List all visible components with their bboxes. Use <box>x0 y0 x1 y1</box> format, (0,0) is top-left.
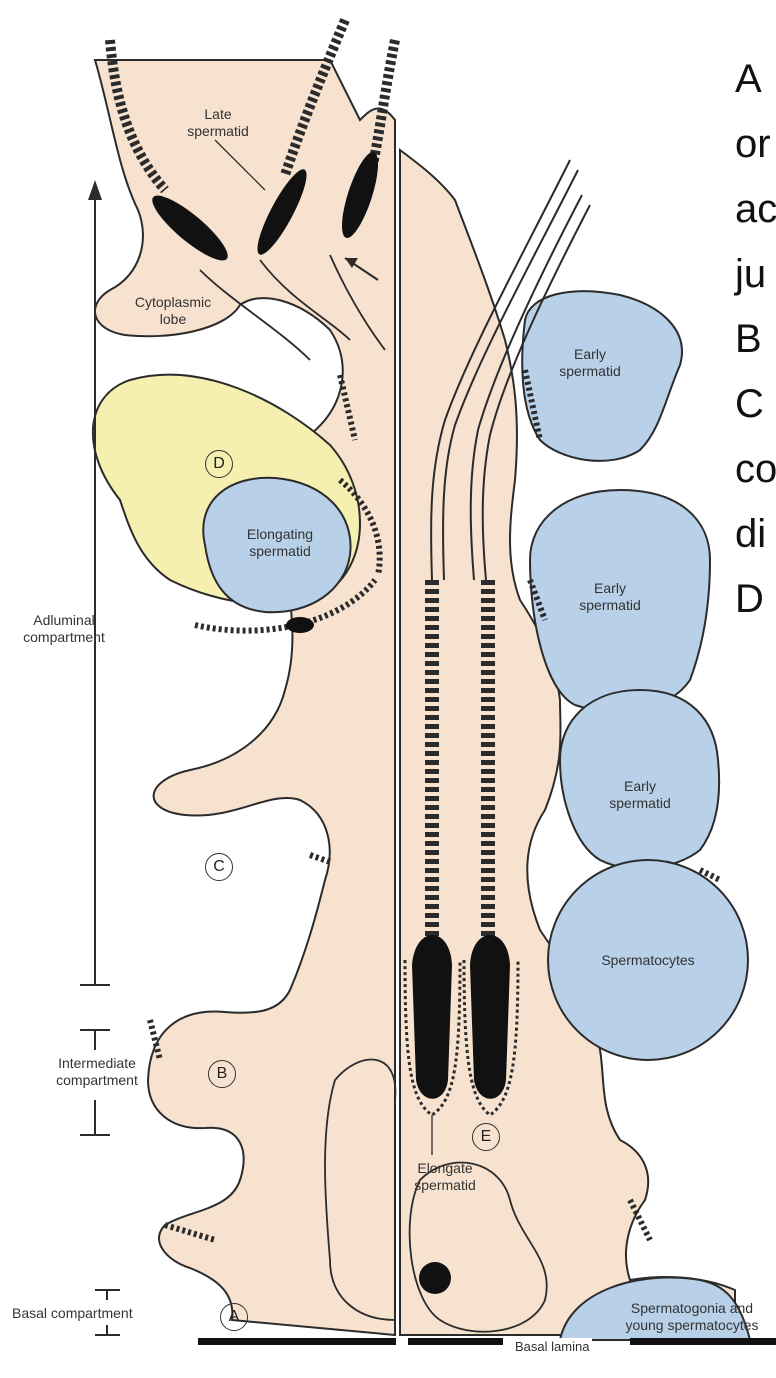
side-text-7: di <box>735 510 766 558</box>
basal-lamina-right-1 <box>408 1338 503 1345</box>
side-text-0: A <box>735 55 762 103</box>
basal-lamina-left <box>198 1338 396 1345</box>
label-adluminal: Adluminal compartment <box>4 612 124 646</box>
label-elongate-spermatid: Elongate spermatid <box>400 1160 490 1194</box>
marker-a: A <box>220 1303 248 1331</box>
side-text-6: co <box>735 445 776 493</box>
label-early-spermatid-3: Early spermatid <box>590 778 690 812</box>
label-cytoplasmic-lobe: Cytoplasmic lobe <box>118 294 228 328</box>
adluminal-axis-head <box>88 180 102 200</box>
side-text-8: D <box>735 575 764 623</box>
side-text-3: ju <box>735 250 766 298</box>
residual-body <box>419 1262 451 1294</box>
side-text-5: C <box>735 380 764 428</box>
label-intermediate: Intermediate compartment <box>22 1055 172 1089</box>
elongate-head-1 <box>412 935 452 1099</box>
marker-b: B <box>208 1060 236 1088</box>
side-text-4: B <box>735 315 762 363</box>
side-text-2: ac <box>735 185 776 233</box>
label-elongating-spermatid: Elongating spermatid <box>225 526 335 560</box>
dark-nucleus-d <box>286 617 314 633</box>
label-basal-compartment: Basal compartment <box>12 1305 133 1322</box>
junction-c <box>310 855 330 862</box>
label-early-spermatid-1: Early spermatid <box>540 346 640 380</box>
label-spermatocytes: Spermatocytes <box>578 952 718 969</box>
left-cytoplasm <box>95 60 395 1335</box>
marker-d: D <box>205 450 233 478</box>
side-text-1: or <box>735 120 771 168</box>
label-late-spermatid: Late spermatid <box>168 106 268 140</box>
elongate-head-2 <box>470 935 510 1099</box>
label-spermatogonia: Spermatogonia and young spermatocytes <box>612 1300 772 1334</box>
label-early-spermatid-2: Early spermatid <box>560 580 660 614</box>
basal-lamina-right-2 <box>630 1338 776 1345</box>
marker-c: C <box>205 853 233 881</box>
label-basal-lamina: Basal lamina <box>512 1338 592 1355</box>
marker-e: E <box>472 1123 500 1151</box>
